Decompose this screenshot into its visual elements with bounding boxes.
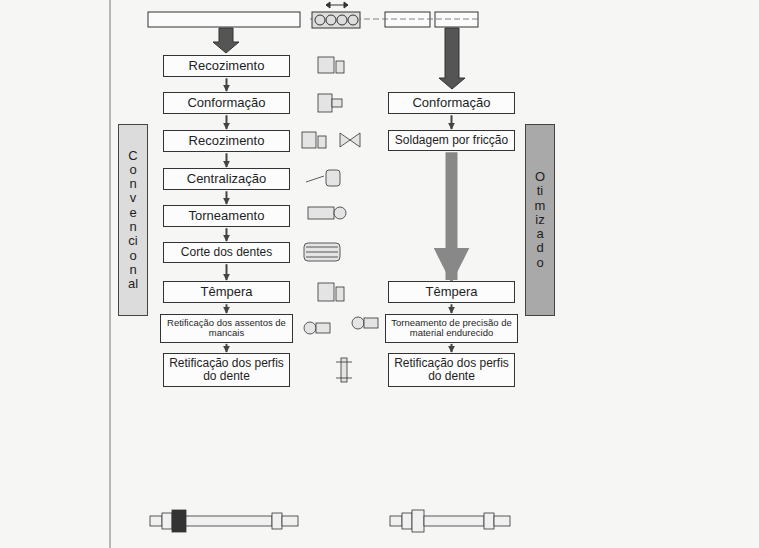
entry-arrow xyxy=(439,28,465,89)
flow-arrow xyxy=(446,152,458,280)
entry-arrow xyxy=(213,28,239,53)
machine-icons xyxy=(302,57,378,382)
flow-arrow xyxy=(226,78,228,91)
process-box: Retificação dos assentos de mancais xyxy=(160,314,293,343)
process-box: Recozimento xyxy=(163,130,290,152)
step-label: Torneamento de precisão de material endu… xyxy=(390,318,513,339)
step-label: Têmpera xyxy=(168,285,285,299)
step-label: Recozimento xyxy=(168,59,285,73)
step-label: Corte dos dentes xyxy=(168,246,285,259)
shaft-part xyxy=(390,510,510,532)
step-label: Conformação xyxy=(168,96,285,110)
roller-icon xyxy=(312,2,360,28)
step-label: Conformação xyxy=(393,96,510,110)
flow-arrow xyxy=(451,344,453,352)
process-box: Recozimento xyxy=(163,55,290,77)
process-box: Conformação xyxy=(163,92,290,114)
band-label: Otimizado xyxy=(534,170,547,270)
flow-arrow xyxy=(226,304,228,313)
step-label: Soldagem por fricção xyxy=(393,134,510,147)
flow-arrow xyxy=(226,115,228,129)
process-box: Soldagem por fricção xyxy=(388,130,515,151)
process-box: Centralização xyxy=(163,168,290,190)
process-box: Torneamento de precisão de material endu… xyxy=(385,314,518,343)
step-label: Têmpera xyxy=(393,285,510,299)
band-label: Convencional xyxy=(127,149,140,292)
flow-arrow xyxy=(226,153,228,167)
step-label: Recozimento xyxy=(168,134,285,148)
frame-line xyxy=(110,0,111,548)
process-box: Retificação dos perfis do dente xyxy=(163,353,290,387)
side-band: Convencional xyxy=(118,124,148,316)
step-label: Retificação dos perfis do dente xyxy=(393,357,510,383)
shaft-part xyxy=(150,510,298,532)
bar-stock xyxy=(435,12,478,27)
flow-arrow xyxy=(451,304,453,313)
step-label: Torneamento xyxy=(168,209,285,223)
process-box: Torneamento xyxy=(163,205,290,227)
process-box: Têmpera xyxy=(163,281,290,303)
step-label: Retificação dos assentos de mancais xyxy=(165,318,288,339)
flow-arrow xyxy=(226,344,228,352)
process-box: Retificação dos perfis do dente xyxy=(388,353,515,387)
process-box: Têmpera xyxy=(388,281,515,303)
process-box: Corte dos dentes xyxy=(163,242,290,263)
step-label: Retificação dos perfis do dente xyxy=(168,357,285,383)
side-band: Otimizado xyxy=(525,124,555,316)
process-box: Conformação xyxy=(388,92,515,114)
flow-arrow xyxy=(226,191,228,204)
bar-stock xyxy=(385,12,430,27)
step-label: Centralização xyxy=(168,172,285,186)
bar-stock xyxy=(148,12,300,27)
flow-arrow xyxy=(451,115,453,129)
flow-arrow xyxy=(226,264,228,280)
flow-arrow xyxy=(226,228,228,241)
